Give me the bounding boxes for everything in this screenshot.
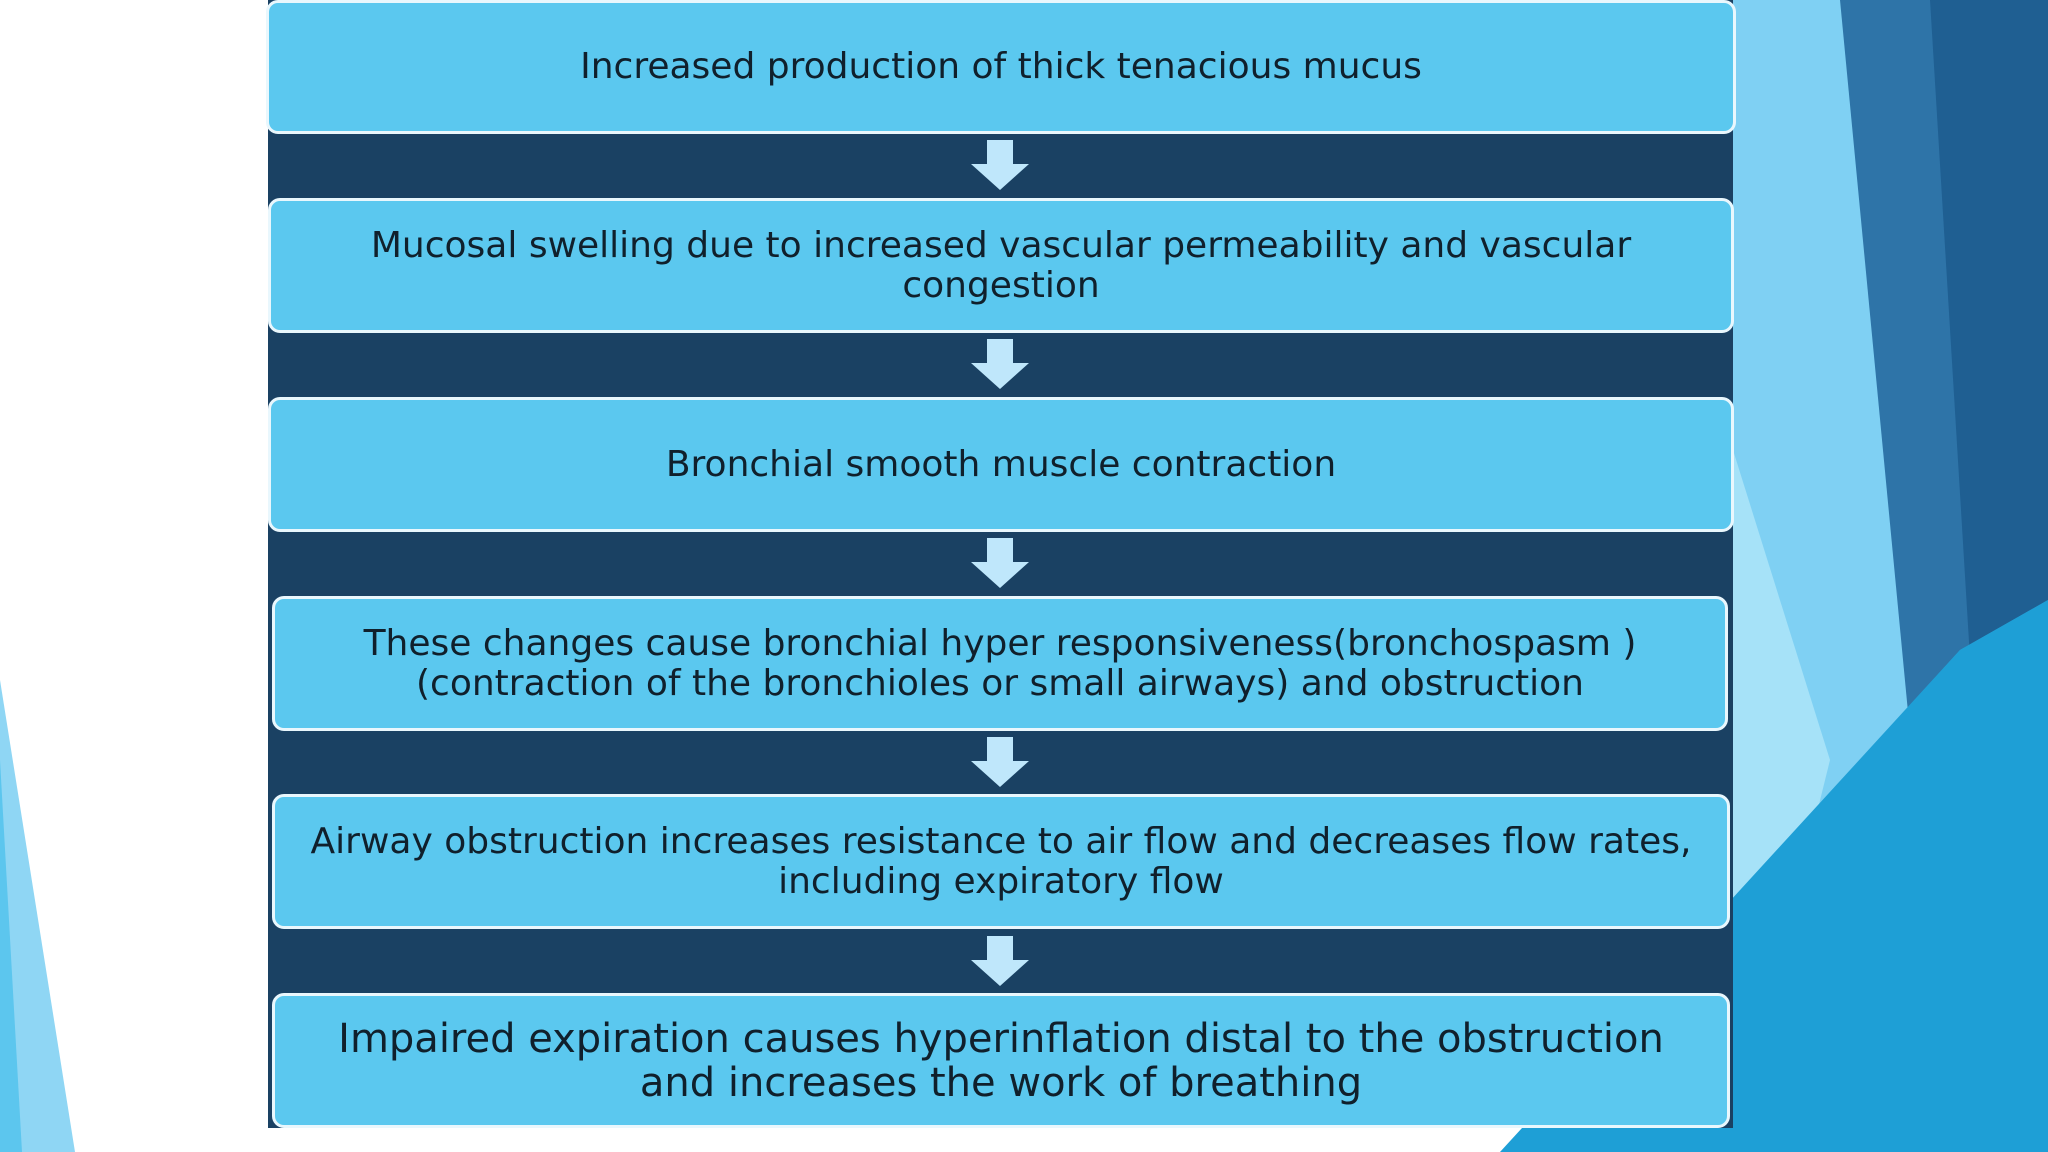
flow-step-6: Impaired expiration causes hyperinflatio… xyxy=(272,993,1730,1128)
flow-step-text: Mucosal swelling due to increased vascul… xyxy=(370,224,1632,306)
arrow-down-icon xyxy=(971,339,1029,389)
flow-step-3: Bronchial smooth muscle contraction xyxy=(268,397,1734,532)
flow-step-text: Bronchial smooth muscle contraction xyxy=(665,443,1337,485)
arrow-down-icon xyxy=(971,737,1029,787)
flow-step-1: Increased production of thick tenacious … xyxy=(266,0,1736,134)
bg-shape-left-accent xyxy=(0,760,22,1152)
flow-step-5: Airway obstruction increases resistance … xyxy=(272,794,1730,929)
arrow-down-icon xyxy=(971,936,1029,986)
flow-step-2: Mucosal swelling due to increased vascul… xyxy=(268,198,1734,333)
flow-step-4: These changes cause bronchial hyper resp… xyxy=(272,596,1728,731)
flow-step-text: Increased production of thick tenacious … xyxy=(580,46,1422,87)
flow-step-text: These changes cause bronchial hyper resp… xyxy=(363,622,1637,704)
arrow-down-icon xyxy=(971,538,1029,588)
arrow-down-icon xyxy=(971,140,1029,190)
flow-step-text: Airway obstruction increases resistance … xyxy=(310,820,1692,902)
bg-shape-left-light xyxy=(0,680,75,1152)
flow-step-text: Impaired expiration causes hyperinflatio… xyxy=(338,1015,1664,1106)
